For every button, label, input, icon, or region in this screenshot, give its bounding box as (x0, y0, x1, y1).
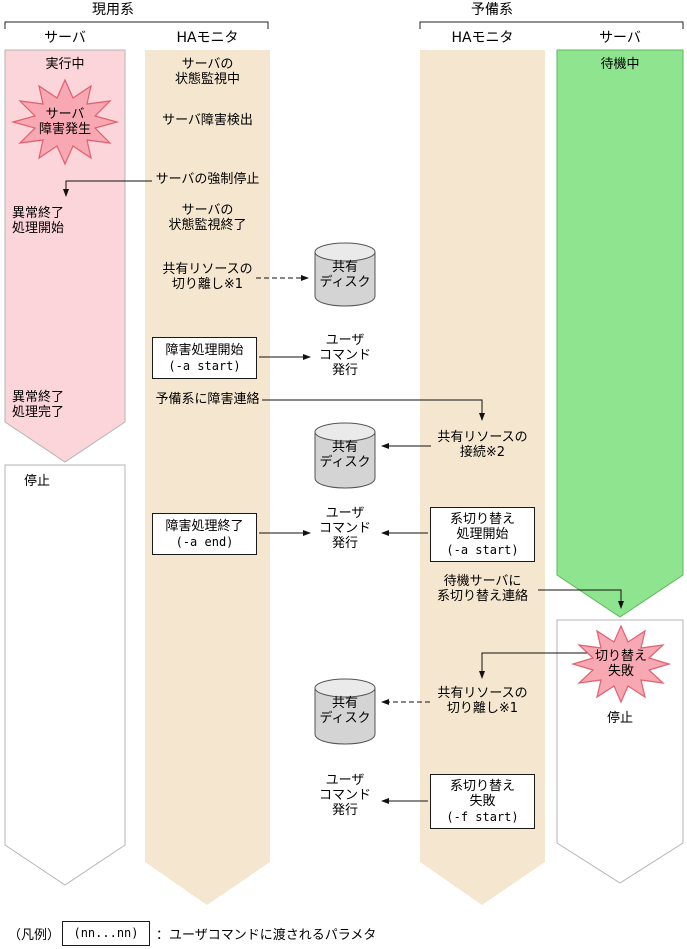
switch-processing-start-param: (-a start) (446, 542, 519, 557)
user-command-3-label: ユーザ コマンド 発行 (318, 773, 371, 818)
switch-failure-title: 系切り替え 失敗 (449, 778, 515, 809)
column-header-hamonitor-standby: HAモニタ (451, 30, 514, 46)
standby-server-waiting: 待機中 (600, 57, 640, 72)
switch-processing-start-title: 系切り替え 処理開始 (449, 511, 515, 542)
active-server-stopped: 停止 (24, 474, 51, 489)
active-server-abend-start: 異常終了 処理開始 (12, 206, 65, 236)
shared-disk-1-label: 共有 ディスク (319, 260, 371, 290)
arrow-notify-switch-server (538, 589, 624, 609)
active-server-running: 実行中 (45, 57, 85, 72)
hamonitor-notify-failure: 予備系に障害連絡 (155, 392, 260, 407)
standby-server-stopped-lane (556, 619, 684, 884)
disk-body-1 (314, 252, 376, 307)
switch-failure-box: 系切り替え 失敗 (-f start) (430, 774, 535, 829)
hamonitor-detach-resource-2: 共有リソースの 切り離し※1 (437, 686, 528, 716)
standby-hamonitor-lane (420, 50, 545, 905)
switch-failure-param: (-f start) (446, 809, 519, 824)
user-command-1-label: ユーザ コマンド 発行 (318, 333, 371, 378)
standby-group-bracket (419, 21, 684, 29)
hamonitor-force-stop: サーバの強制停止 (155, 172, 260, 187)
standby-server-stopped: 停止 (606, 711, 633, 726)
arrow-notify-failure-standby (262, 399, 485, 421)
shared-disk-3 (314, 678, 376, 745)
failure-processing-end-param: (-a end) (175, 534, 234, 549)
legend-label: （凡例） (8, 928, 61, 943)
column-header-server-active: サーバ (44, 30, 86, 46)
user-command-2-label: ユーザ コマンド 発行 (318, 506, 371, 551)
active-server-lane (4, 49, 126, 463)
switch-processing-start-box: 系切り替え 処理開始 (-a start) (430, 507, 535, 562)
active-hamonitor-lane (145, 50, 270, 905)
legend-param-box: (nn...nn) (62, 921, 150, 946)
column-header-hamonitor-active: HAモニタ (176, 30, 239, 46)
arrow-switch-failure-detach (479, 652, 597, 679)
active-group-bracket (4, 21, 269, 29)
standby-group-label: 予備系 (471, 2, 513, 18)
disk-top-3 (314, 678, 376, 698)
server-failure-starburst (10, 78, 120, 166)
active-group-label: 現用系 (92, 2, 134, 18)
arrow-force-stop-server (63, 180, 152, 197)
failure-processing-end-box: 障害処理終了 (-a end) (152, 513, 257, 555)
failure-processing-start-param: (-a start) (168, 358, 241, 373)
disk-top-1 (314, 242, 376, 262)
failure-processing-start-box: 障害処理開始 (-a start) (152, 337, 257, 379)
switch-failure-burst-label: 切り替え 失敗 (594, 649, 647, 679)
column-header-server-standby: サーバ (599, 30, 641, 46)
hamonitor-monitoring-end: サーバの 状態監視終了 (168, 203, 247, 233)
hamonitor-detach-resource: 共有リソースの 切り離し※1 (162, 262, 253, 292)
disk-body-2 (314, 432, 376, 489)
active-server-stopped-lane (4, 464, 126, 886)
hamonitor-failure-detected: サーバ障害検出 (162, 113, 253, 128)
shared-disk-2-label: 共有 ディスク (319, 440, 371, 470)
switch-failure-starburst (570, 624, 672, 704)
hamonitor-attach-resource: 共有リソースの 接続※2 (437, 430, 528, 460)
shared-disk-1 (314, 242, 376, 307)
server-failure-burst-label: サーバ 障害発生 (38, 107, 91, 137)
failure-processing-start-title: 障害処理開始 (165, 342, 244, 358)
legend-description: ：ユーザコマンドに渡されるパラメタ (156, 928, 377, 943)
active-server-abend-done: 異常終了 処理完了 (12, 390, 65, 420)
shared-disk-2 (314, 422, 376, 489)
disk-top-2 (314, 422, 376, 442)
standby-server-lane (556, 49, 684, 618)
hamonitor-notify-switch: 待機サーバに 系切り替え連絡 (436, 574, 528, 604)
shared-disk-3-label: 共有 ディスク (319, 696, 371, 726)
disk-body-3 (314, 688, 376, 745)
hamonitor-monitoring: サーバの 状態監視中 (174, 57, 240, 87)
failure-processing-end-title: 障害処理終了 (165, 518, 244, 534)
